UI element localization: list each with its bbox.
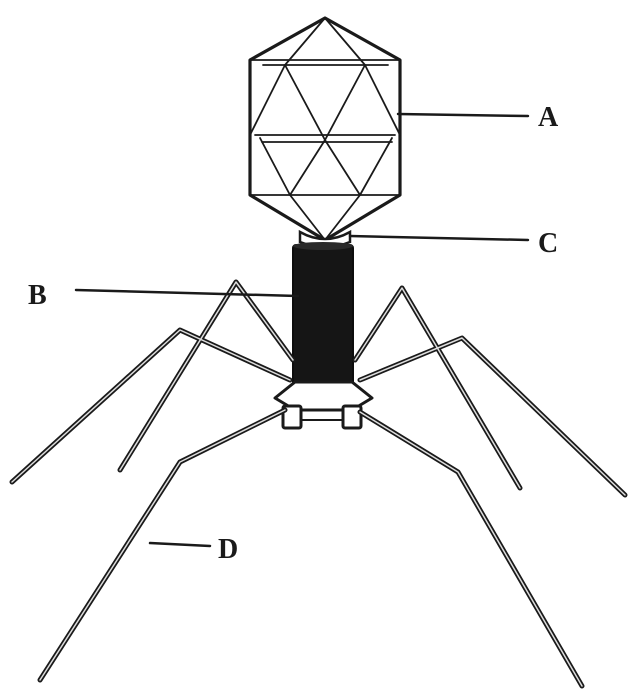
leader-line-c [350,236,528,240]
label-a: A [538,102,559,133]
label-c: C [538,228,558,259]
base-plate [275,382,372,428]
label-b: B [28,280,47,311]
leader-line-a [398,114,528,116]
tail-fiber-far-right [360,338,625,495]
tail-fiber-mid-left [120,282,293,470]
tail-sheath [293,242,353,385]
tail-fiber-front-right [360,412,582,686]
leader-line-b [76,290,298,296]
label-d: D [218,534,238,565]
leader-line-d [150,543,210,546]
tail-fiber-far-left [12,330,290,482]
capsid-head [250,18,400,240]
tail-fiber-front-left [40,410,285,680]
capsid-outline [250,18,400,240]
